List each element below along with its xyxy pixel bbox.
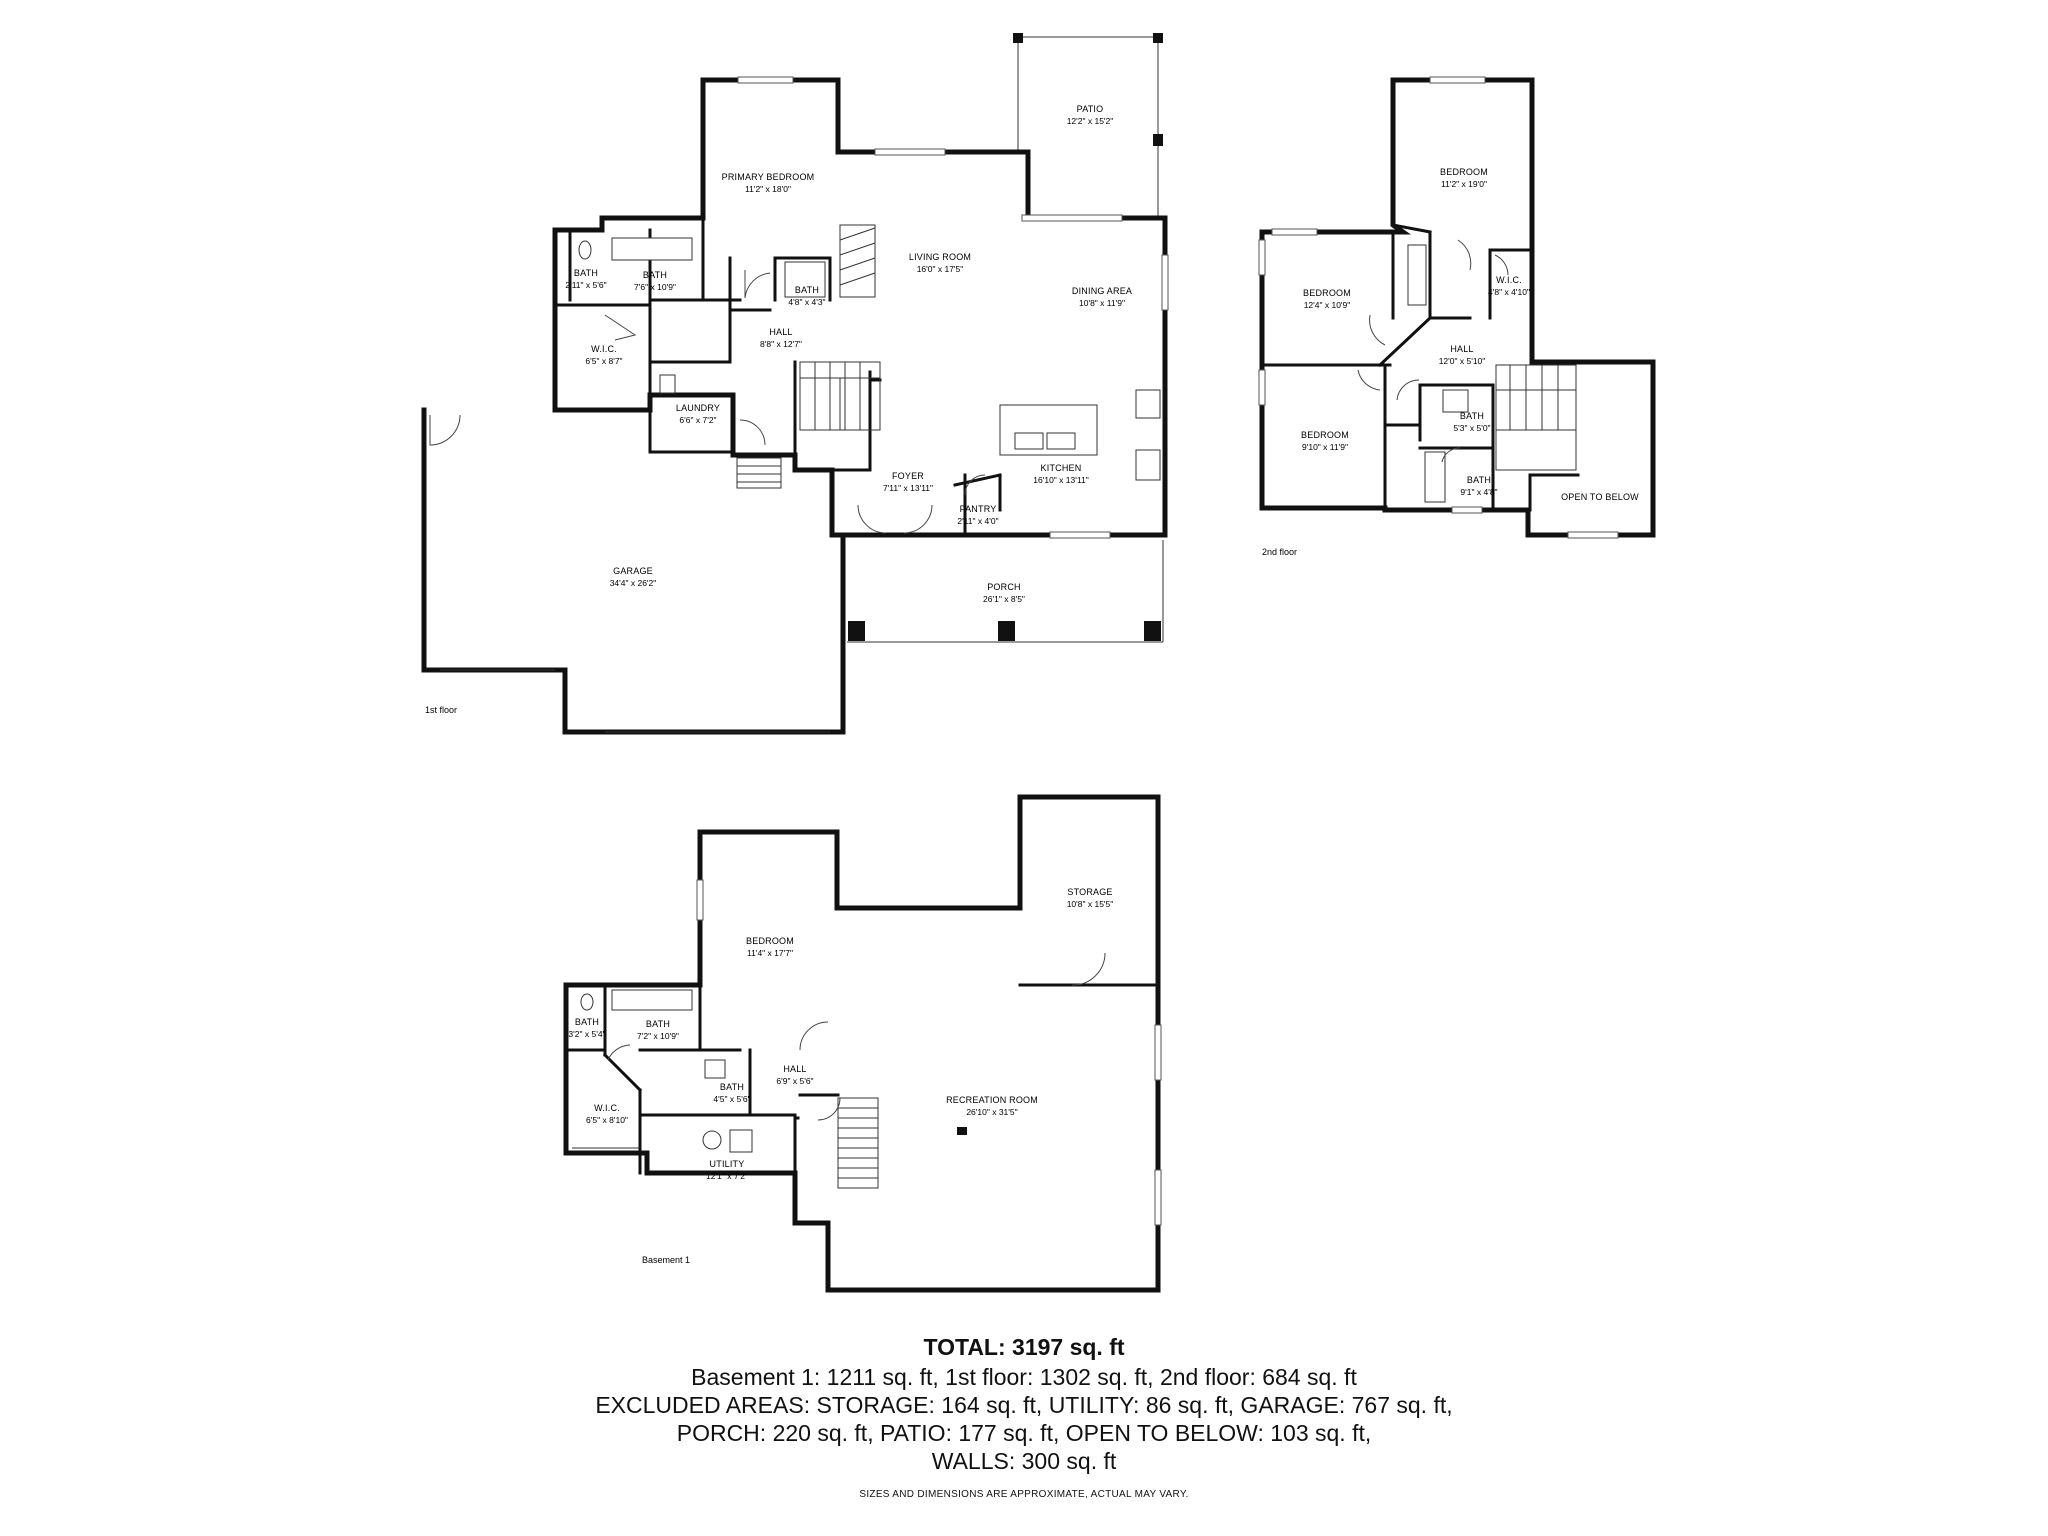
first-floor-doors (429, 270, 986, 534)
second-floor-plan (1258, 76, 1656, 539)
bath-2a-dim: 5'3" x 5'0" (1453, 423, 1490, 433)
bath-1c-name: BATH (795, 285, 819, 295)
basement-doors (607, 952, 1106, 1121)
basement-fixtures (580, 989, 753, 1153)
pantry-dim: 2'11" x 4'0" (957, 516, 998, 526)
room-labels: PATIO 12'2" x 15'2" PRIMARY BEDROOM 11'2… (425, 104, 1639, 1265)
hall-2-name: HALL (1450, 344, 1473, 354)
bedroom-2b-name: BEDROOM (1303, 288, 1351, 298)
bath-b3-dim: 4'5" x 5'6" (713, 1094, 750, 1104)
laundry-name: LAUNDRY (676, 403, 720, 413)
kitchen-name: KITCHEN (1041, 463, 1082, 473)
utility-dim: 12'1" x 7'2" (706, 1171, 748, 1181)
walls-area-line: WALLS: 300 sq. ft (931, 1448, 1117, 1474)
bath-2b-dim: 9'1" x 4'8" (1460, 487, 1497, 497)
wic-2-dim: 4'8" x 4'10" (1488, 287, 1530, 297)
bath-2a-name: BATH (1460, 411, 1484, 421)
patio-outline (1013, 33, 1163, 218)
wic-1-name: W.I.C. (591, 344, 617, 354)
bath-1b-name: BATH (643, 270, 667, 280)
wic-1-dim: 6'5" x 8'7" (585, 356, 622, 366)
basement-plan (563, 794, 1162, 1293)
open-to-below-name: OPEN TO BELOW (1561, 492, 1639, 502)
primary-bedroom-name: PRIMARY BEDROOM (722, 172, 815, 182)
first-floor-plan (421, 33, 1169, 735)
second-floor-label: 2nd floor (1262, 547, 1297, 557)
hall-1-dim: 8'8" x 12'7" (760, 339, 802, 349)
second-floor-stairs (1495, 364, 1577, 471)
porch-outline (847, 540, 1164, 643)
basement-bedroom-name: BEDROOM (746, 936, 794, 946)
bedroom-2a-name: BEDROOM (1440, 167, 1488, 177)
bath-b2-name: BATH (646, 1019, 670, 1029)
first-floor-interior-walls (553, 216, 1002, 537)
bath-1b-dim: 7'6" x 10'9" (634, 282, 676, 292)
fireplace (839, 224, 876, 298)
garage-wall (421, 407, 846, 735)
laundry-dim: 6'6" x 7'2" (679, 415, 716, 425)
basement-exterior-wall (563, 794, 1161, 1293)
floor-areas-line: Basement 1: 1211 sq. ft, 1st floor: 1302… (691, 1364, 1357, 1390)
patio-dim: 12'2" x 15'2" (1067, 116, 1114, 126)
dining-area-dim: 10'8" x 11'9" (1079, 298, 1125, 308)
bath-1c-dim: 4'8" x 4'3" (788, 297, 825, 307)
pantry-name: PANTRY (960, 504, 997, 514)
bath-b2-dim: 7'2" x 10'9" (637, 1031, 679, 1041)
bedroom-2b-dim: 12'4" x 10'9" (1304, 300, 1351, 310)
second-floor-fixtures (1407, 244, 1469, 503)
second-floor-windows (1258, 76, 1619, 539)
area-summary: TOTAL: 3197 sq. ft Basement 1: 1211 sq. … (0, 1331, 2048, 1500)
hall-2-dim: 12'0" x 5'10" (1439, 356, 1486, 366)
kitchen-dim: 16'10" x 13'11" (1033, 475, 1088, 485)
garage-name: GARAGE (613, 566, 653, 576)
porch-name: PORCH (987, 582, 1021, 592)
garage-dim: 34'4" x 26'2" (610, 578, 657, 588)
recreation-room-name: RECREATION ROOM (946, 1095, 1038, 1105)
basement-hall-dim: 6'9" x 5'6" (776, 1076, 813, 1086)
storage-name: STORAGE (1067, 887, 1112, 897)
basement-windows (696, 879, 1162, 1226)
storage-dim: 10'8" x 15'5" (1067, 899, 1114, 909)
first-floor-bath-fixtures (578, 237, 826, 394)
excluded-areas-line-2: PORCH: 220 sq. ft, PATIO: 177 sq. ft, OP… (676, 1420, 1372, 1446)
basement-interior-walls (564, 983, 1160, 1225)
patio-name: PATIO (1077, 104, 1104, 114)
bedroom-2c-name: BEDROOM (1301, 430, 1349, 440)
excluded-areas-line-1: EXCLUDED AREAS: STORAGE: 164 sq. ft, UTI… (595, 1392, 1453, 1418)
hall-1-name: HALL (769, 327, 792, 337)
bath-b1-name: BATH (575, 1017, 599, 1027)
first-floor-exterior-wall (552, 77, 1168, 538)
basement-stairs (837, 1097, 879, 1189)
second-floor-doors (1357, 239, 1509, 463)
wic-b-dim: 6'5" x 8'10" (586, 1115, 628, 1125)
bath-2b-name: BATH (1467, 475, 1491, 485)
living-room-dim: 16'0" x 17'5" (917, 264, 964, 274)
wic-b-name: W.I.C. (594, 1103, 620, 1113)
wic-2-name: W.I.C. (1496, 275, 1522, 285)
dining-area-name: DINING AREA (1072, 286, 1132, 296)
bedroom-2c-dim: 9'10" x 11'9" (1302, 442, 1348, 452)
utility-name: UTILITY (710, 1159, 745, 1169)
basement-hall-name: HALL (783, 1064, 806, 1074)
first-floor-label: 1st floor (425, 705, 457, 715)
recreation-room-dim: 26'10" x 31'5" (966, 1107, 1017, 1117)
foyer-dim: 7'11" x 13'11" (883, 483, 933, 493)
first-floor-stairs (736, 361, 881, 489)
bath-b1-dim: 3'2" x 5'4" (568, 1029, 605, 1039)
total-area: TOTAL: 3197 sq. ft (923, 1334, 1125, 1360)
living-room-name: LIVING ROOM (909, 252, 971, 262)
foyer-name: FOYER (892, 471, 924, 481)
kitchen-island (999, 389, 1161, 481)
bath-b3-name: BATH (720, 1082, 744, 1092)
disclaimer: SIZES AND DIMENSIONS ARE APPROXIMATE, AC… (859, 1489, 1189, 1500)
bedroom-2a-dim: 11'2" x 19'0" (1441, 179, 1487, 189)
bath-1a-dim: 2'11" x 5'6" (565, 280, 606, 290)
bath-1a-name: BATH (574, 268, 598, 278)
basement-floor-label: Basement 1 (642, 1255, 690, 1265)
primary-bedroom-dim: 11'2" x 18'0" (745, 184, 791, 194)
porch-dim: 26'1" x 8'5" (983, 594, 1025, 604)
first-floor-windows (737, 76, 1169, 539)
basement-bedroom-dim: 11'4" x 17'7" (747, 948, 793, 958)
